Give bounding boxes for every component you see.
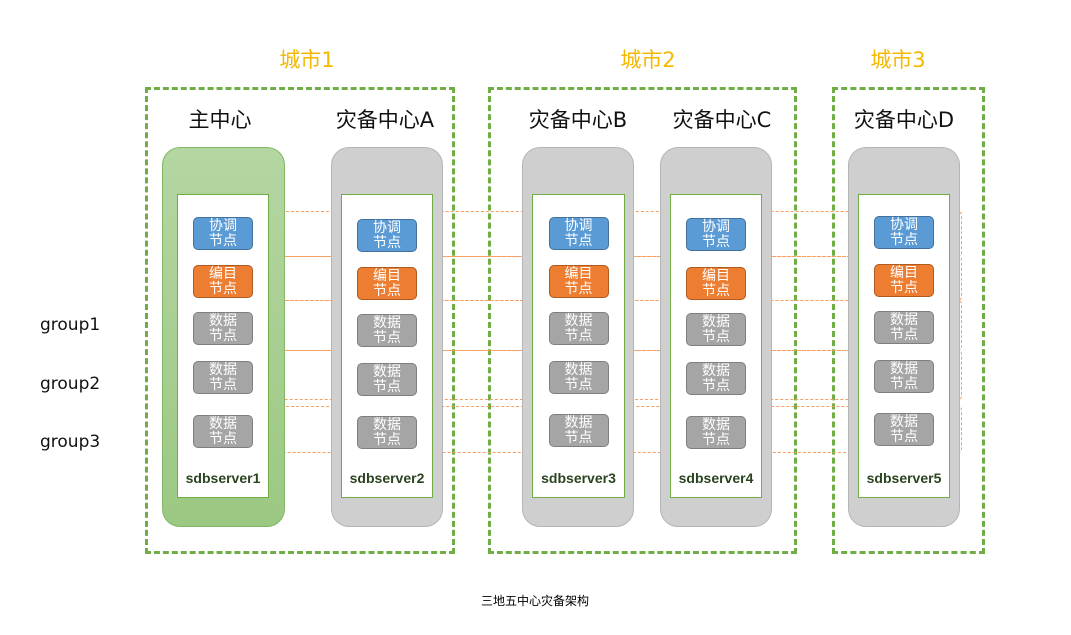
catalog-node: 编目节点 (686, 267, 746, 300)
group-label: group3 (40, 432, 101, 452)
node-label: 数据节点 (890, 360, 918, 392)
node-label: 数据节点 (373, 363, 401, 395)
data-node: 数据节点 (193, 361, 253, 394)
center-title: 灾备中心A (335, 108, 435, 132)
data-node: 数据节点 (357, 416, 417, 449)
node-label: 数据节点 (564, 312, 593, 344)
server-label: sdbserver4 (678, 470, 754, 486)
city-boundary (832, 87, 985, 554)
data-node: 数据节点 (357, 363, 417, 396)
node-label: 协调节点 (373, 219, 401, 251)
node-label: 数据节点 (702, 416, 730, 448)
data-node: 数据节点 (686, 313, 746, 346)
data-node: 数据节点 (686, 362, 746, 395)
city-title: 城市3 (870, 48, 926, 72)
coord-node: 协调节点 (548, 217, 609, 250)
city-title: 城市2 (620, 48, 676, 72)
data-node: 数据节点 (357, 314, 417, 347)
data-node: 数据节点 (548, 414, 609, 447)
center-title: 灾备中心C (672, 108, 772, 132)
server-label: sdbserver5 (866, 470, 942, 486)
group-label: group2 (40, 374, 101, 394)
node-label: 数据节点 (890, 413, 918, 445)
server-label: sdbserver2 (349, 470, 425, 486)
server-label: sdbserver3 (541, 470, 616, 486)
data-node: 数据节点 (874, 360, 934, 393)
server-label: sdbserver1 (185, 470, 261, 486)
node-label: 数据节点 (373, 314, 401, 346)
data-node: 数据节点 (686, 416, 746, 449)
data-node: 数据节点 (548, 361, 609, 394)
node-label: 数据节点 (890, 311, 918, 343)
data-node: 数据节点 (874, 311, 934, 344)
catalog-node: 编目节点 (357, 267, 417, 300)
data-node: 数据节点 (193, 312, 253, 345)
coord-node: 协调节点 (686, 218, 746, 251)
node-label: 数据节点 (373, 416, 401, 448)
node-label: 编目节点 (373, 267, 401, 299)
city-boundary (145, 87, 455, 554)
coord-node: 协调节点 (357, 219, 417, 252)
node-label: 编目节点 (702, 267, 730, 299)
node-label: 编目节点 (564, 265, 593, 297)
node-label: 数据节点 (702, 362, 730, 394)
group-label: group1 (40, 315, 101, 335)
node-label: 数据节点 (209, 415, 237, 447)
center-title: 主中心 (188, 108, 252, 132)
node-label: 编目节点 (209, 265, 237, 297)
node-label: 协调节点 (209, 217, 237, 249)
city-boundary (488, 87, 797, 554)
node-label: 协调节点 (890, 216, 918, 248)
data-node: 数据节点 (548, 312, 609, 345)
coord-node: 协调节点 (193, 217, 253, 250)
caption: 三地五中心灾备架构 (480, 594, 590, 608)
catalog-node: 编目节点 (874, 264, 934, 297)
coord-node: 协调节点 (874, 216, 934, 249)
data-node: 数据节点 (874, 413, 934, 446)
node-label: 数据节点 (209, 361, 237, 393)
node-label: 数据节点 (564, 414, 593, 446)
catalog-node: 编目节点 (548, 265, 609, 298)
node-label: 协调节点 (564, 217, 593, 249)
center-title: 灾备中心D (853, 108, 955, 132)
node-label: 数据节点 (702, 313, 730, 345)
node-label: 数据节点 (564, 361, 593, 393)
node-label: 数据节点 (209, 312, 237, 344)
catalog-node: 编目节点 (193, 265, 253, 298)
data-node: 数据节点 (193, 415, 253, 448)
node-label: 协调节点 (702, 218, 730, 250)
node-label: 编目节点 (890, 264, 918, 296)
city-title: 城市1 (279, 48, 335, 72)
center-title: 灾备中心B (528, 108, 628, 132)
